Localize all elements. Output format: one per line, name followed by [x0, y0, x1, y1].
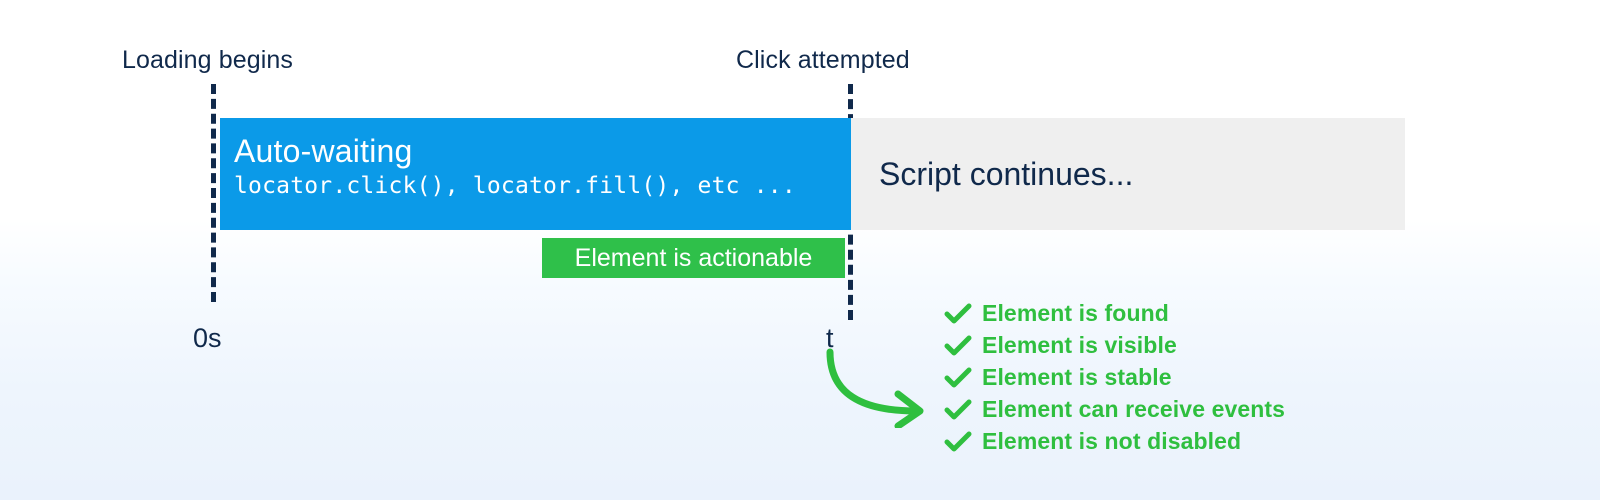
timeline-tick-t: t [826, 323, 834, 353]
list-item: Element is not disabled [944, 426, 1285, 457]
element-actionable-badge: Element is actionable [542, 238, 845, 278]
element-actionable-badge-label: Element is actionable [574, 243, 813, 272]
list-item: Element is stable [944, 362, 1285, 393]
check-icon [944, 366, 972, 390]
script-continues-bar: Script continues... [851, 118, 1405, 230]
timeline-start-label: Loading begins [122, 46, 293, 74]
check-icon [944, 398, 972, 422]
auto-waiting-title: Auto-waiting [234, 133, 413, 169]
check-icon [944, 334, 972, 358]
check-icon [944, 430, 972, 454]
auto-waiting-code: locator.click(), locator.fill(), etc ... [234, 172, 796, 199]
actionability-checklist: Element is found Element is visible Elem… [944, 298, 1285, 457]
timeline-tick-zero: 0s [193, 323, 222, 353]
checklist-item-label: Element is found [982, 300, 1169, 326]
timeline-end-label: Click attempted [736, 46, 910, 74]
list-item: Element is visible [944, 330, 1285, 361]
curved-arrow-icon [824, 348, 934, 430]
curved-arrow-svg [826, 348, 924, 430]
check-icon [944, 302, 972, 326]
list-item: Element is found [944, 298, 1285, 329]
checklist-item-label: Element is visible [982, 332, 1177, 358]
checklist-item-label: Element is not disabled [982, 428, 1242, 454]
checklist-item-label: Element is stable [982, 364, 1172, 390]
timeline-start-marker [211, 84, 216, 302]
list-item: Element can receive events [944, 394, 1285, 425]
checklist-item-label: Element can receive events [982, 396, 1286, 422]
auto-waiting-bar: Auto-waiting locator.click(), locator.fi… [220, 118, 851, 230]
script-continues-title: Script continues... [879, 156, 1134, 192]
